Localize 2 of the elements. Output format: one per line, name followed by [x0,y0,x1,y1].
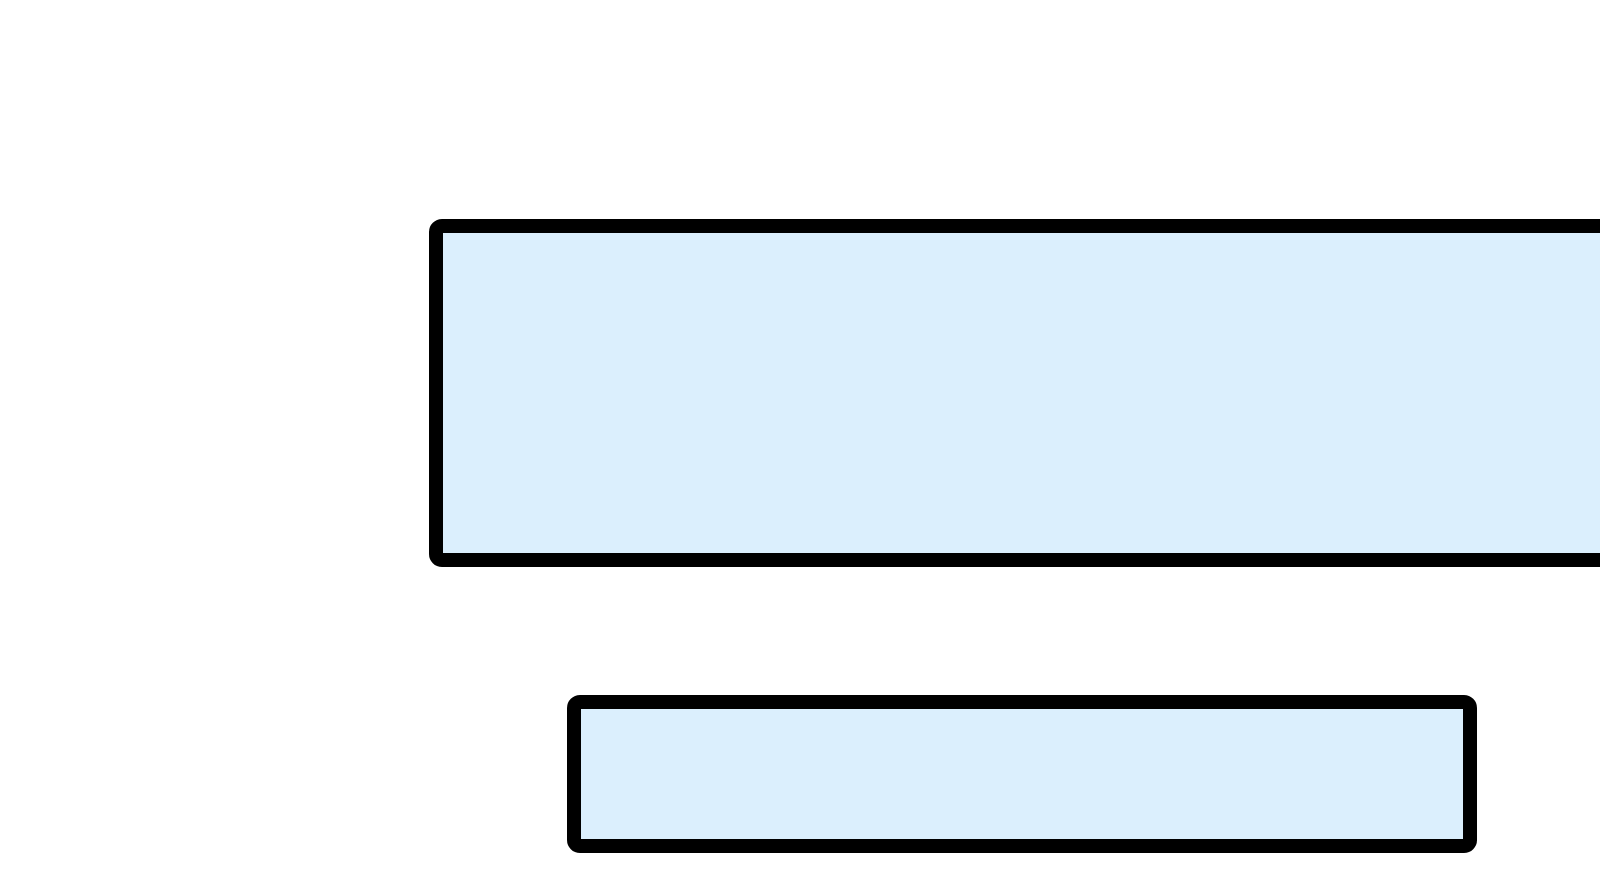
empty-box [429,219,1600,567]
empty-box [567,695,1477,853]
